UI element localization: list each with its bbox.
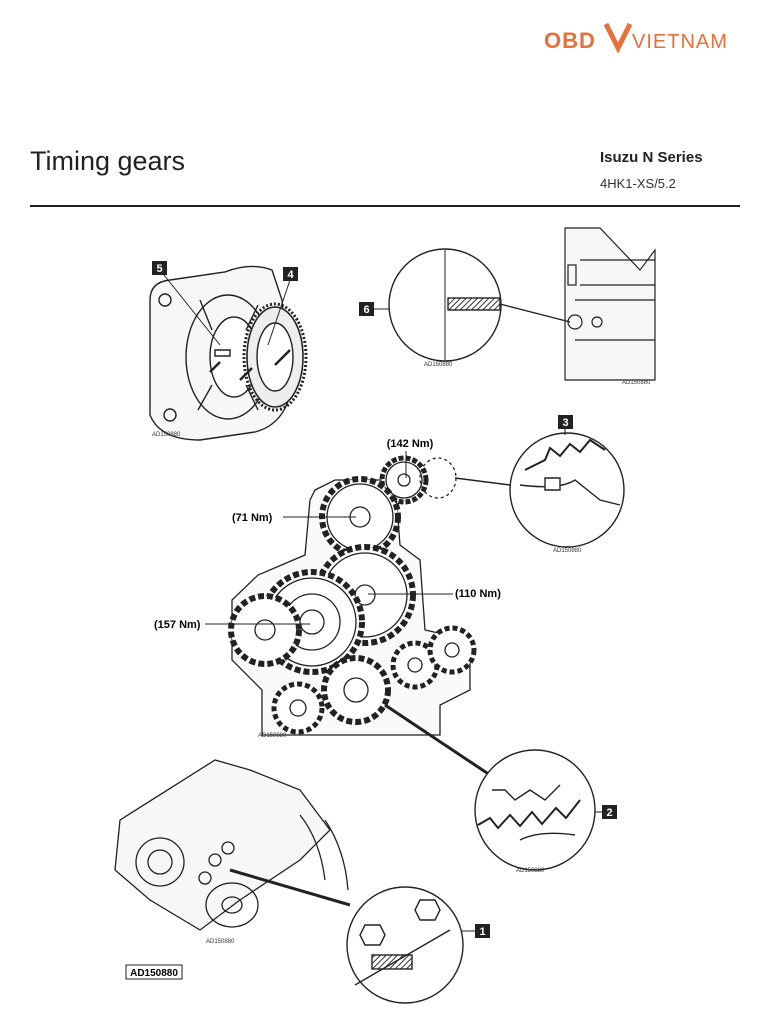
figure-code: AD150880: [152, 432, 181, 438]
svg-text:5: 5: [156, 263, 162, 275]
svg-text:(71 Nm): (71 Nm): [232, 512, 273, 524]
svg-text:6: 6: [363, 304, 369, 316]
svg-text:(110 Nm): (110 Nm): [455, 588, 501, 600]
page-title: Timing gears: [30, 146, 186, 176]
svg-text:1: 1: [479, 926, 485, 938]
logo-v-mark: [603, 22, 633, 54]
callout-6: 6: [359, 302, 390, 316]
gears: [228, 455, 477, 735]
figure-code: AD150880: [258, 733, 287, 739]
idler-gear-housing-view: [149, 265, 308, 441]
figure-code: AD150880: [622, 380, 651, 386]
main-figure-code: AD150880: [125, 964, 183, 980]
logo-text-left: OBD: [544, 28, 596, 53]
cylinder-block-detail-view: [564, 227, 656, 381]
magnified-bolt-detail: [229, 868, 464, 1004]
svg-text:(157 Nm): (157 Nm): [154, 619, 201, 631]
header-divider: [30, 205, 740, 207]
figure-code: AD150880: [553, 548, 582, 554]
front-case-view: [114, 759, 349, 931]
magnified-gear-mesh-2: [384, 703, 596, 871]
svg-text:AD150880: AD150880: [130, 968, 178, 979]
torque-label-142: (142 Nm): [387, 438, 434, 478]
svg-text:4: 4: [287, 269, 294, 281]
magnified-gear-mesh-3: [454, 432, 625, 548]
torque-label-71: (71 Nm): [232, 512, 356, 524]
torque-label-110: (110 Nm): [368, 588, 501, 600]
svg-text:2: 2: [606, 807, 612, 819]
obd-vietnam-logo: OBD VIETNAM: [544, 22, 728, 54]
vehicle-model: Isuzu N Series: [600, 149, 703, 166]
magnified-timing-mark: [388, 248, 571, 362]
figure-code: AD150880: [424, 362, 453, 368]
logo-text-right: VIETNAM: [632, 31, 728, 53]
callout-2: 2: [595, 805, 617, 819]
engine-code: 4HK1-XS/5.2: [600, 176, 676, 191]
figure-code: AD150880: [206, 939, 235, 945]
figure-code: AD150880: [516, 868, 545, 874]
svg-text:3: 3: [562, 417, 568, 429]
callout-3: 3: [558, 415, 573, 435]
svg-text:(142 Nm): (142 Nm): [387, 438, 434, 450]
callout-4: 4: [283, 267, 298, 281]
callout-1: 1: [462, 924, 490, 938]
torque-label-157: (157 Nm): [154, 619, 310, 631]
callout-5: 5: [152, 261, 167, 275]
